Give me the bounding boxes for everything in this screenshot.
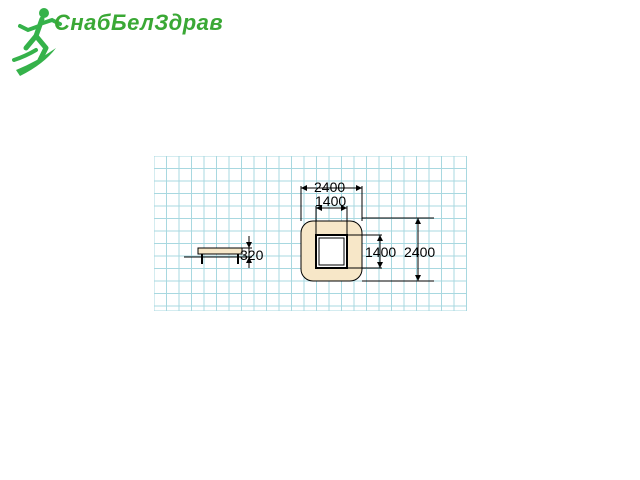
- skateboarder-icon: [12, 8, 62, 76]
- side-height-label: 320: [240, 247, 264, 263]
- technical-drawing: 320 2400 1400: [153, 155, 468, 312]
- top-view: 2400 1400 1400 2400: [300, 179, 435, 282]
- outer-width-label: 2400: [314, 179, 345, 195]
- inner-width-label: 1400: [315, 193, 346, 209]
- side-view: 320: [184, 236, 264, 268]
- inner-height-label: 1400: [365, 244, 396, 260]
- brand-name: СнабБелЗдрав: [54, 10, 224, 35]
- outer-height-label: 2400: [404, 244, 435, 260]
- brand-logo: СнабБелЗдрав: [6, 4, 224, 80]
